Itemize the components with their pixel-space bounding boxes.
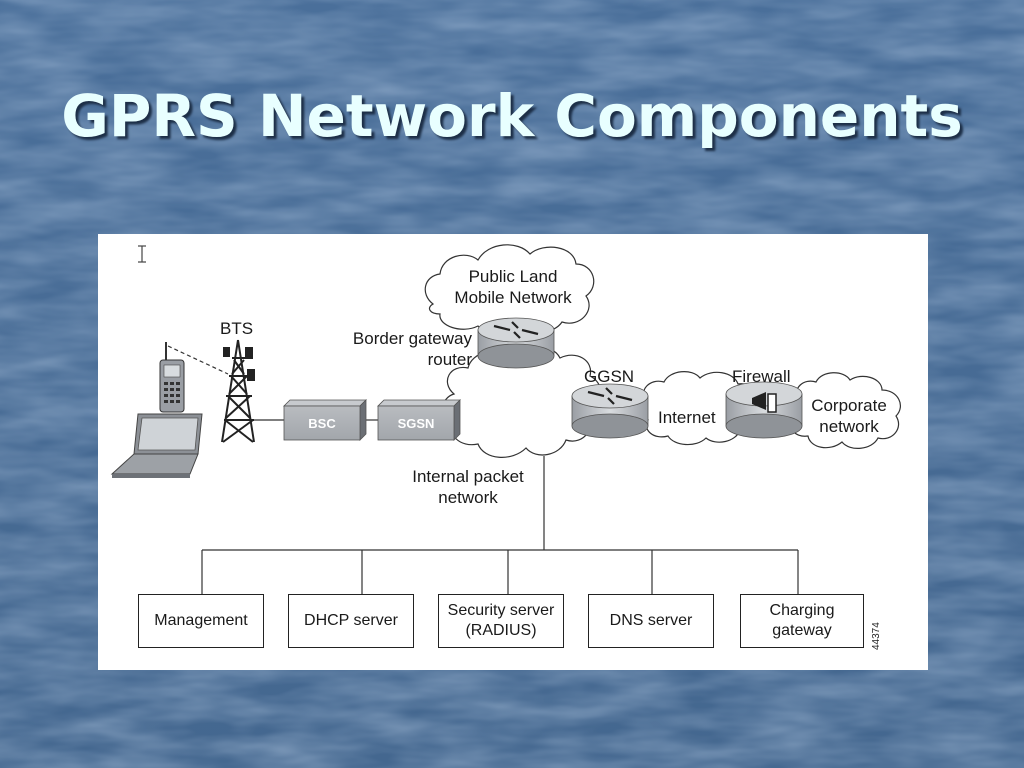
ggsn-label: GGSN bbox=[584, 367, 635, 386]
security-server-box: Security server (RADIUS) bbox=[438, 594, 564, 648]
internal-network-label-line2: network bbox=[438, 488, 498, 507]
dhcp-server-label: DHCP server bbox=[304, 612, 398, 629]
mobile-phone-icon bbox=[159, 342, 185, 413]
border-gateway-label-line1: Border gateway bbox=[352, 329, 472, 348]
text-cursor-icon bbox=[138, 245, 146, 263]
management-server-box: Management bbox=[138, 594, 264, 648]
internet-label: Internet bbox=[658, 408, 716, 427]
sgsn-box-icon bbox=[377, 399, 461, 441]
border-gateway-router-icon bbox=[477, 317, 555, 369]
bts-label: BTS bbox=[220, 319, 254, 338]
plmn-cloud bbox=[424, 244, 595, 335]
bsc-box-icon bbox=[283, 399, 367, 441]
firewall-icon bbox=[725, 381, 803, 439]
corporate-label-line2: network bbox=[819, 417, 879, 436]
corporate-label-line1: Corporate bbox=[811, 396, 887, 415]
border-gateway-label-line2: router bbox=[427, 350, 472, 369]
plmn-label-line2: Mobile Network bbox=[454, 288, 572, 307]
charging-gateway-box: Charging gateway bbox=[740, 594, 864, 648]
security-server-label: Security server (RADIUS) bbox=[447, 602, 555, 639]
internal-network-label-line1: Internal packet bbox=[412, 467, 524, 486]
dhcp-server-box: DHCP server bbox=[288, 594, 414, 648]
management-server-label: Management bbox=[154, 612, 248, 629]
figure-number: 44374 bbox=[871, 622, 882, 650]
ggsn-router-icon bbox=[571, 383, 649, 439]
bts-tower-icon bbox=[221, 339, 255, 443]
firewall-label: Firewall bbox=[732, 367, 791, 386]
plmn-label-line1: Public Land bbox=[468, 267, 558, 286]
dns-server-label: DNS server bbox=[609, 612, 693, 629]
charging-gateway-label: Charging gateway bbox=[769, 602, 835, 639]
dns-server-box: DNS server bbox=[588, 594, 714, 648]
sgsn-label: SGSN bbox=[397, 415, 435, 431]
slide-title: GPRS Network Components bbox=[61, 82, 963, 150]
bsc-label: BSC bbox=[308, 415, 336, 431]
diagram-graphics bbox=[110, 244, 901, 594]
gprs-diagram: BTS Public Land Mobile Network Border ga… bbox=[98, 234, 928, 670]
connection-lines bbox=[167, 345, 799, 594]
laptop-icon bbox=[110, 413, 203, 478]
